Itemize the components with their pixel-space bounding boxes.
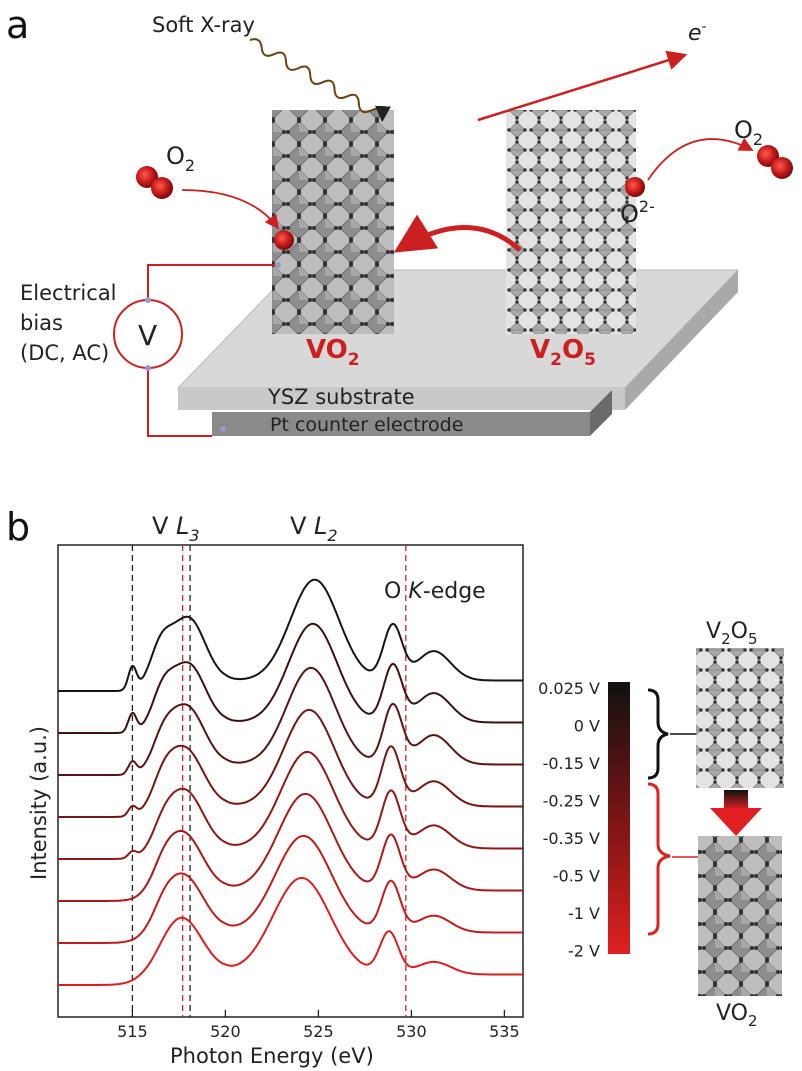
x-tick-label: 525 xyxy=(303,1022,334,1041)
v2o5-mini-crystal xyxy=(696,648,784,788)
electron-arrow xyxy=(477,50,688,122)
peak-label-l2: V L2 xyxy=(290,512,338,545)
voltage-label: 0.025 V xyxy=(538,679,600,698)
vo2-label: VO2 xyxy=(306,335,360,370)
o2-molecule-right xyxy=(757,145,793,179)
o2-in-arrow xyxy=(181,189,280,230)
panel-b-letter: b xyxy=(6,505,30,549)
adsorbed-oxygen xyxy=(274,230,294,250)
reduction-arrow xyxy=(393,214,522,253)
svg-text:V: V xyxy=(138,319,157,352)
voltmeter: V xyxy=(113,299,183,369)
oxygen-ion xyxy=(625,177,645,197)
bias-label-3: (DC, AC) xyxy=(20,341,109,365)
bias-label-1: Electrical xyxy=(20,281,117,305)
x-tick-label: 535 xyxy=(489,1022,520,1041)
y-axis-label: Intensity (a.u.) xyxy=(27,726,51,880)
voltage-label: -0.25 V xyxy=(543,792,600,811)
plot-frame xyxy=(57,544,524,1018)
bias-circuit xyxy=(147,264,278,437)
pt-electrode: Pt counter electrode xyxy=(212,390,612,436)
terminal-electrode xyxy=(220,426,226,432)
x-tick-label: 530 xyxy=(396,1022,427,1041)
x-tick-label: 520 xyxy=(210,1022,241,1041)
x-tick-label: 515 xyxy=(117,1022,148,1041)
spectrum--0.25V xyxy=(58,708,523,818)
bracket-vo2 xyxy=(647,782,671,936)
oxygen-ion-label: O2- xyxy=(620,197,655,228)
peak-label-l3: V L3 xyxy=(152,512,200,545)
o2-left-label: O2 xyxy=(166,142,195,175)
voltage-label: 0 V xyxy=(574,717,600,736)
o2-molecule-left xyxy=(136,166,173,199)
spectrum-0.025V xyxy=(58,578,523,692)
x-axis-label: Photon Energy (eV) xyxy=(170,1044,374,1068)
voltage-label: -0.35 V xyxy=(543,829,600,848)
vo2-mini-crystal xyxy=(698,836,782,996)
spectrum--0.35V xyxy=(58,750,523,860)
terminal-top xyxy=(145,297,151,303)
voltage-label: -2 V xyxy=(568,942,600,961)
spectrum--2V xyxy=(58,876,523,986)
xas-plot: 515 520 525 530 535 xyxy=(57,544,524,1041)
v2o5-crystal xyxy=(506,110,636,334)
spectrum-0V xyxy=(58,622,523,734)
voltage-label: -0.5 V xyxy=(553,867,600,886)
spectrum--0.5V xyxy=(58,792,523,902)
spectrum--1V xyxy=(58,834,523,944)
terminal-bottom xyxy=(145,365,151,371)
xray-beam xyxy=(249,38,391,123)
bracket-v2o5 xyxy=(647,688,669,780)
electrode-label: Pt counter electrode xyxy=(270,414,463,436)
v2o5-label: V2O5 xyxy=(530,335,596,370)
terminal-film xyxy=(275,262,281,268)
electron-label: e- xyxy=(688,19,707,46)
xray-label: Soft X-ray xyxy=(152,13,255,37)
vo2-mini-label: VO2 xyxy=(716,1001,758,1030)
spectrum--0.15V xyxy=(58,666,523,776)
okedge-label: O K-edge xyxy=(384,579,486,604)
vo2-crystal xyxy=(272,110,394,334)
o2-out-arrow xyxy=(647,137,754,181)
substrate-label: YSZ substrate xyxy=(267,385,415,409)
panel-a-letter: a xyxy=(6,3,29,47)
ysz-substrate: YSZ substrate xyxy=(176,269,740,410)
voltage-label: -0.15 V xyxy=(543,754,600,773)
bias-label-2: bias xyxy=(20,311,63,335)
voltage-label: -1 V xyxy=(568,904,600,923)
transform-arrow xyxy=(710,790,762,836)
v2o5-mini-label: V2O5 xyxy=(706,619,757,648)
voltage-colorbar xyxy=(608,682,630,954)
o2-right-label: O2 xyxy=(734,116,763,149)
